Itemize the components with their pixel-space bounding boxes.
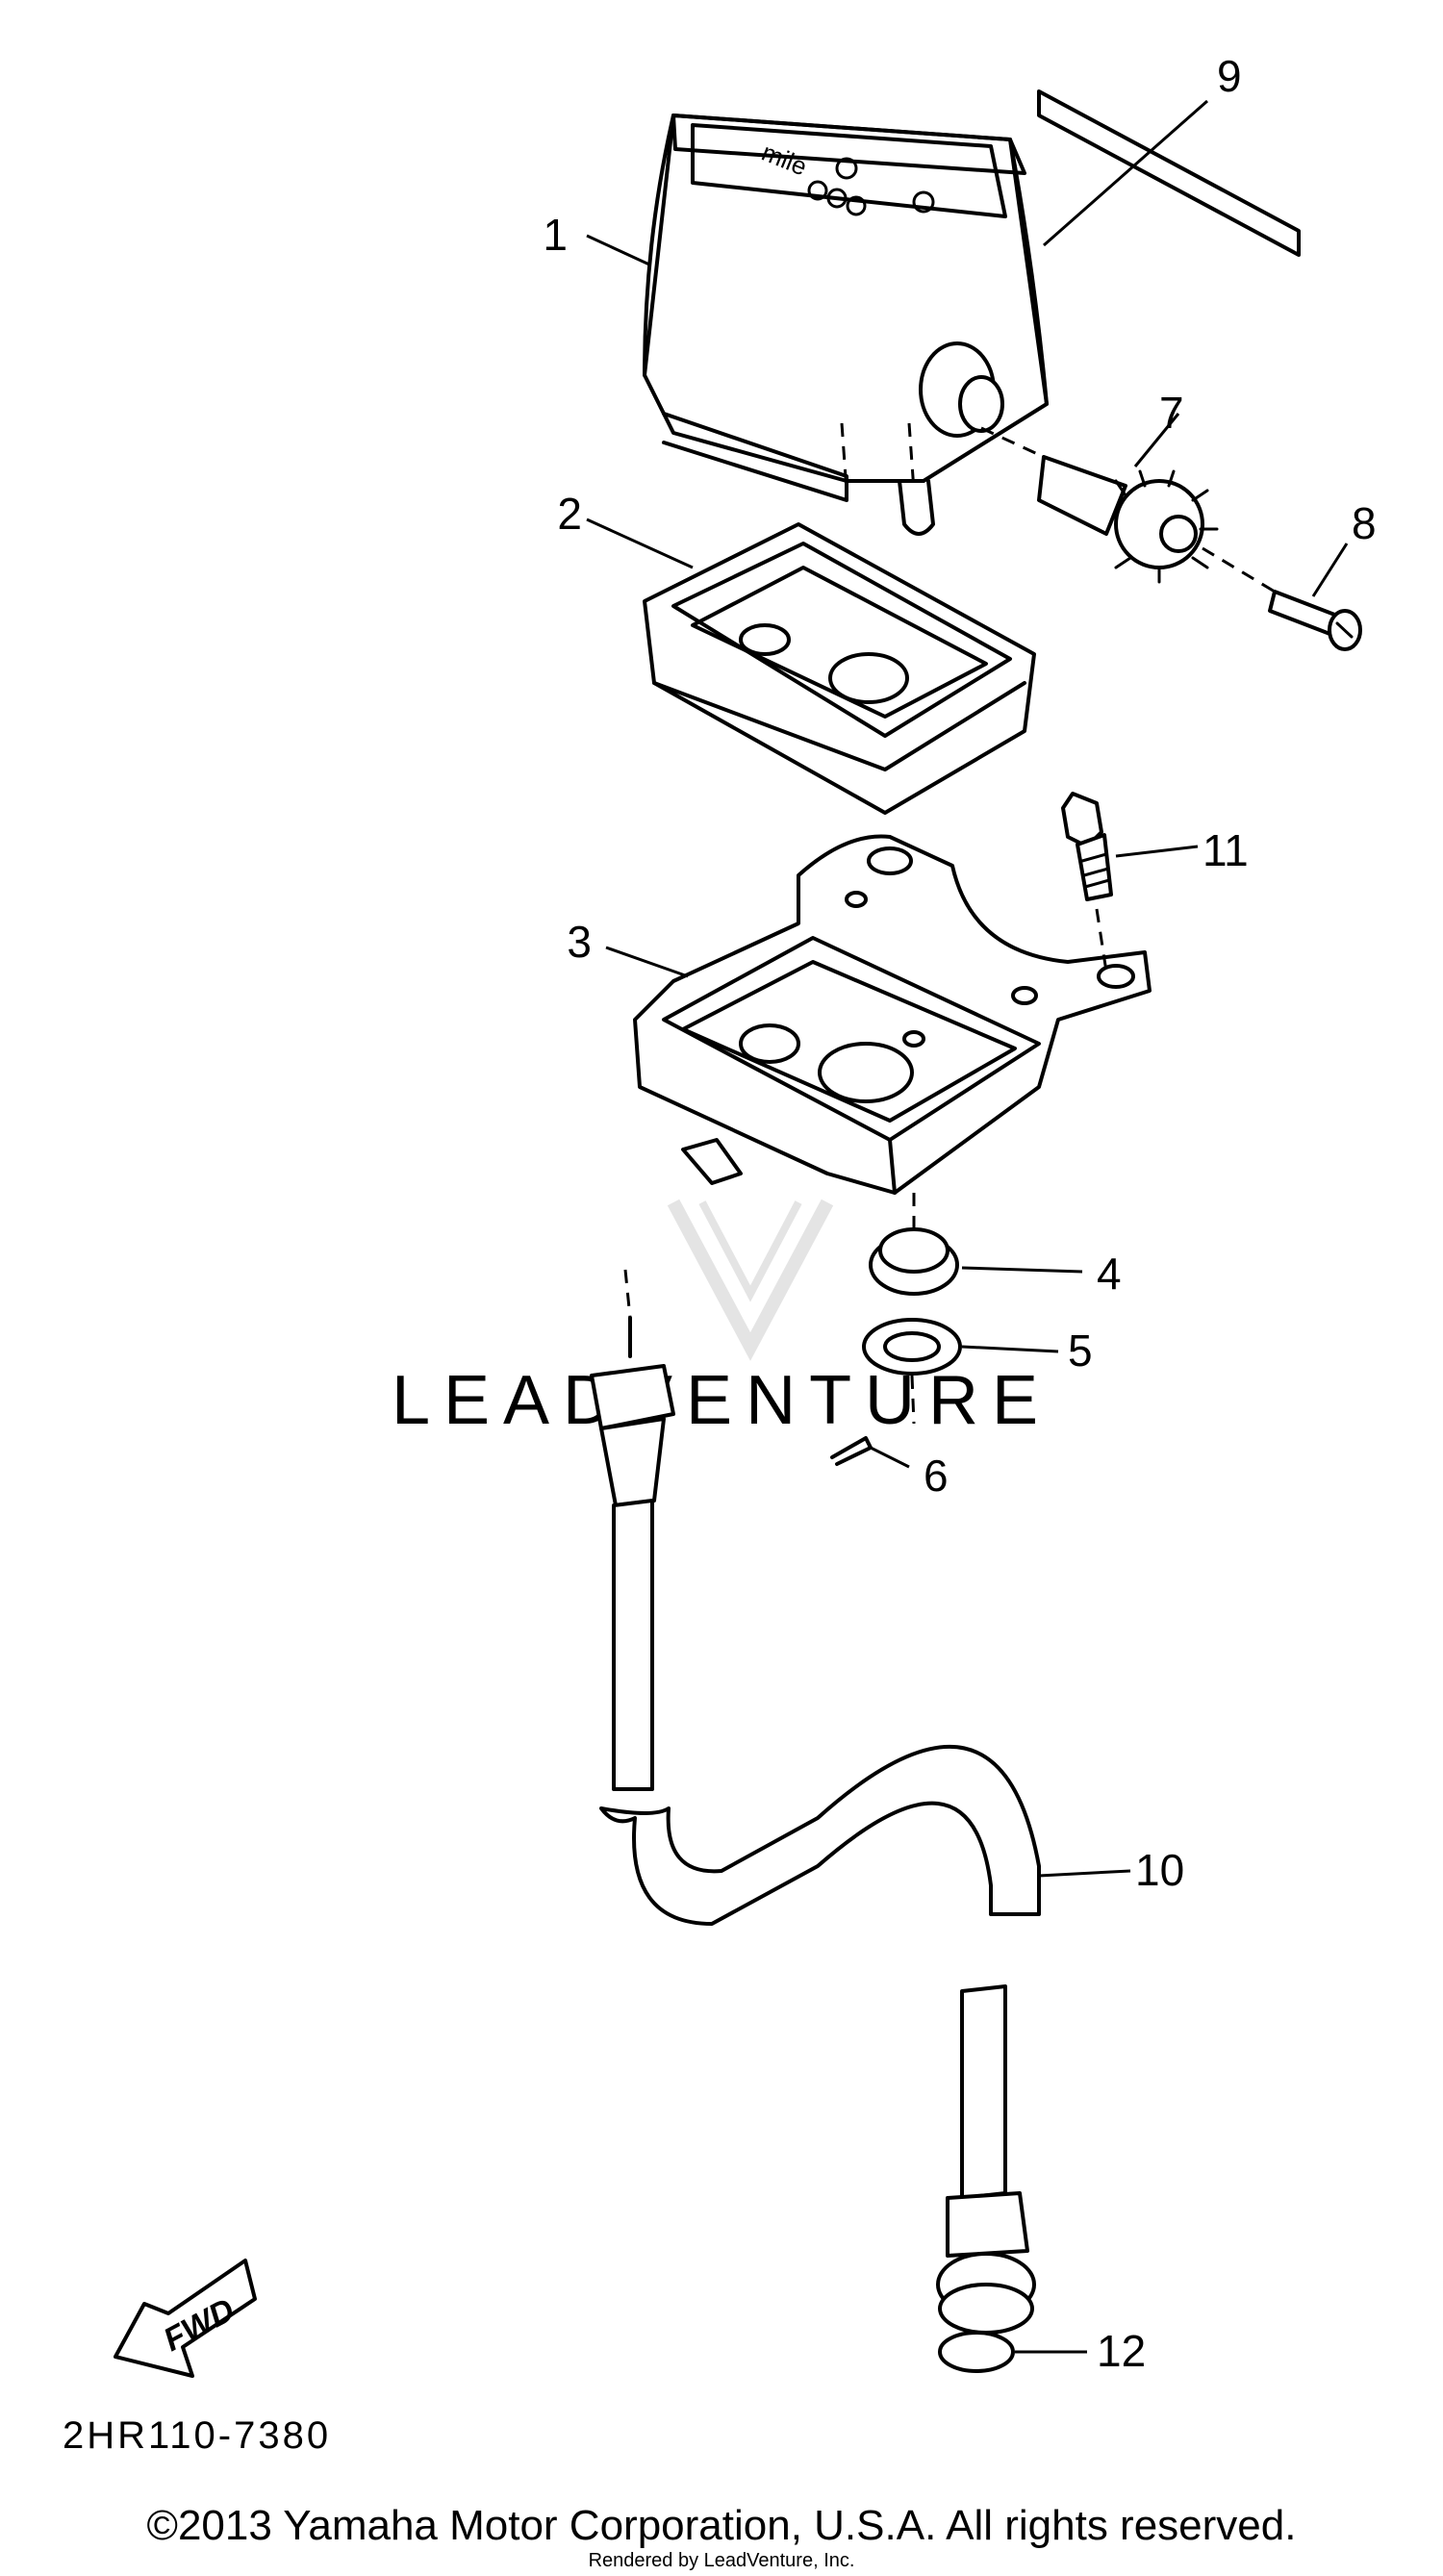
- fwd-arrow: FWD: [114, 2259, 257, 2378]
- callout-2: 2: [557, 489, 582, 539]
- part-4-grommet: [869, 1227, 959, 1296]
- callouts: 1 2 3 4 5 6 7 8 9 10 11 12: [543, 51, 1376, 2376]
- part-11-bolt: [1061, 792, 1113, 901]
- callout-12: 12: [1097, 2326, 1146, 2376]
- copyright-text: ©2013 Yamaha Motor Corporation, U.S.A. A…: [147, 2502, 1297, 2549]
- callout-7: 7: [1159, 388, 1184, 438]
- callout-6: 6: [924, 1451, 949, 1501]
- callout-10: 10: [1135, 1845, 1184, 1895]
- watermark: LEADVENTURE: [392, 1199, 1051, 1439]
- part-2-rubber-damper: [643, 522, 1036, 815]
- part-code: 2HR110-7380: [63, 2414, 331, 2457]
- rendered-by-text: Rendered by LeadVenture, Inc.: [589, 2550, 855, 2571]
- part-7-drive-gear: [1037, 455, 1219, 584]
- part-10-meter-cable: [590, 1316, 1041, 2335]
- callout-11: 11: [1202, 825, 1249, 875]
- callout-9: 9: [1217, 51, 1242, 101]
- callout-4: 4: [1097, 1249, 1122, 1299]
- callout-5: 5: [1068, 1326, 1093, 1376]
- part-3-bracket: [633, 834, 1152, 1195]
- part-1-meter-housing: mile: [643, 114, 1049, 536]
- callout-3: 3: [567, 917, 592, 967]
- part-12-o-ring: [938, 2331, 1015, 2373]
- callout-1: 1: [543, 210, 568, 260]
- part-8-screw: [1268, 590, 1362, 651]
- watermark-text: LEADVENTURE: [392, 1362, 1051, 1439]
- part-9-strip: [1037, 89, 1301, 257]
- callout-8: 8: [1352, 498, 1377, 548]
- part-6-clip: [830, 1436, 873, 1466]
- leader-lines: [586, 99, 1349, 2354]
- part-5-washer: [862, 1318, 962, 1376]
